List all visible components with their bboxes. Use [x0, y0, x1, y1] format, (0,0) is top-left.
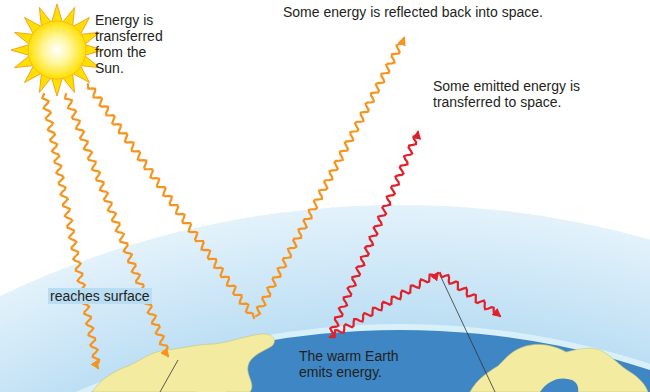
land-mass [92, 334, 274, 392]
energy-arrows [42, 38, 500, 368]
annotation-label: The warm Earth emits energy. [299, 348, 411, 380]
annotation-label: Energy is transferred from the Sun. [95, 12, 179, 76]
energy-arrow [65, 94, 168, 356]
energy-arrow [42, 94, 99, 368]
annotation-label: Some energy is reflected back into space… [283, 4, 603, 20]
sun-disc [28, 21, 86, 79]
energy-arrow [330, 273, 438, 337]
sun-rays [11, 4, 103, 96]
annotation-label: reaches surface [48, 288, 152, 304]
earth-ocean [0, 330, 650, 392]
energy-arrow [88, 84, 254, 318]
energy-arrow [256, 38, 404, 316]
energy-arrow [440, 273, 500, 316]
sun [11, 4, 103, 96]
latitude-line [160, 360, 178, 392]
annotation-label: Some emitted energy is transferred to sp… [433, 78, 633, 110]
energy-arrow [330, 132, 418, 337]
land-mass [196, 382, 226, 392]
inland-sea [540, 379, 578, 392]
land-mass [470, 344, 648, 392]
